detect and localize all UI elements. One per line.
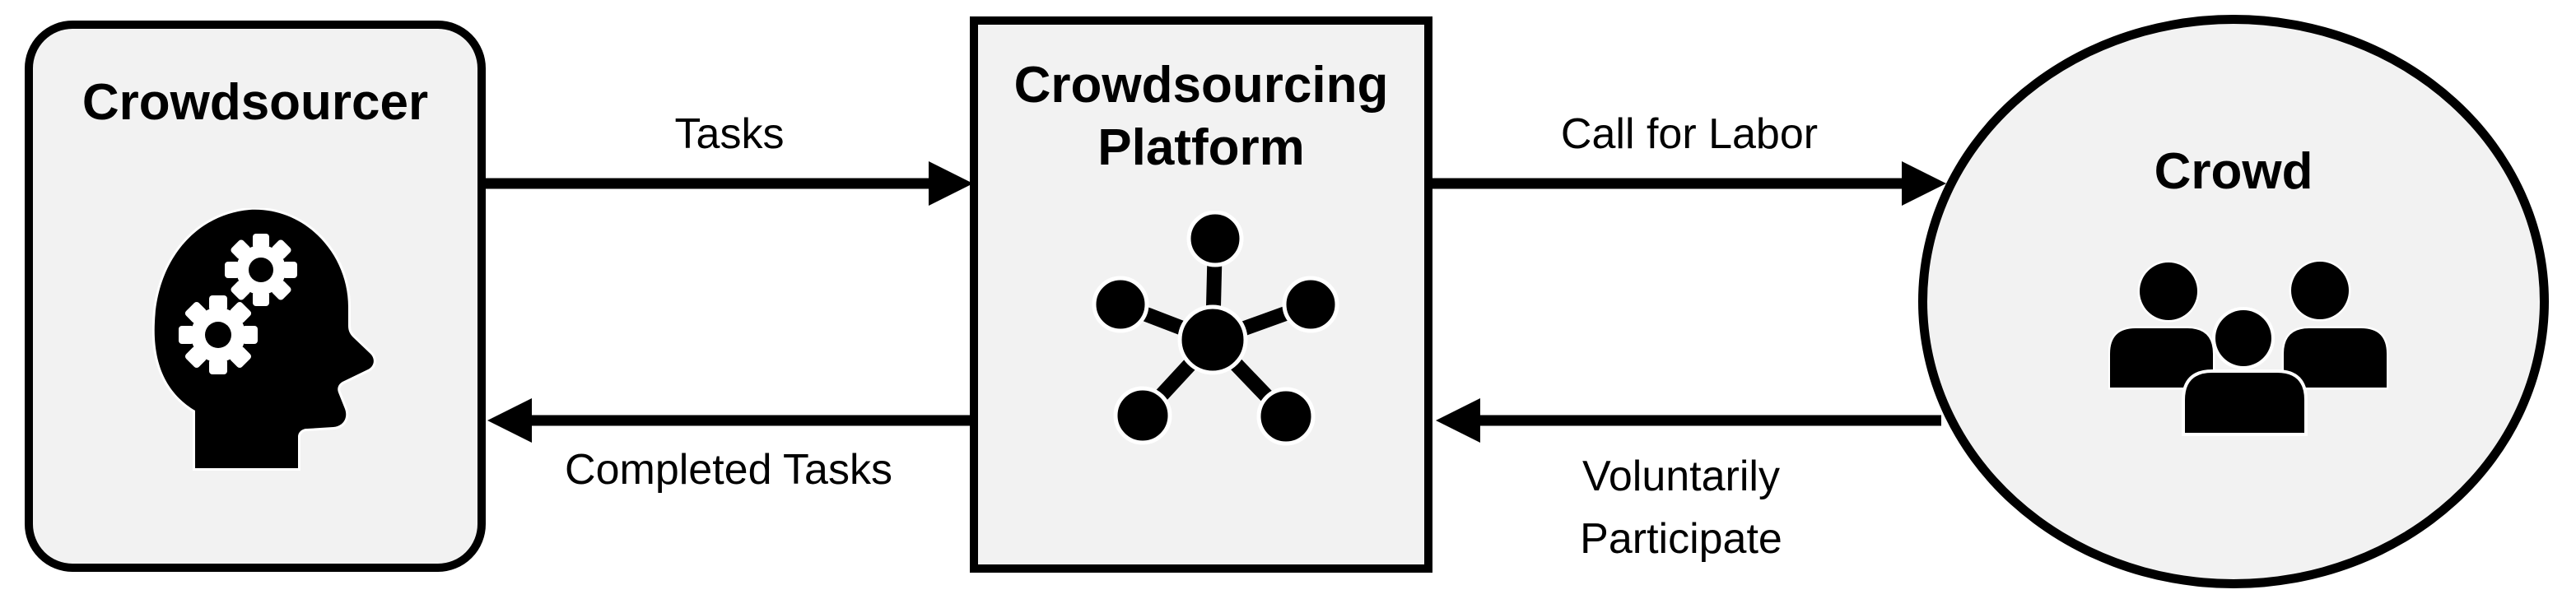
node-crowdsourcing-platform: Crowdsourcing Platform bbox=[970, 16, 1432, 573]
person-head bbox=[2289, 260, 2351, 322]
tasks-arrow bbox=[484, 161, 973, 206]
person-head bbox=[2212, 307, 2275, 369]
completed-tasks-arrow bbox=[487, 398, 971, 443]
crowdsourcer-title: Crowdsourcer bbox=[82, 74, 429, 131]
arrowhead-right-icon bbox=[929, 161, 973, 206]
call-for-labor-label: Call for Labor bbox=[1560, 110, 1819, 158]
gear-icon bbox=[179, 295, 258, 374]
person-body bbox=[2182, 369, 2308, 436]
crowd-title: Crowd bbox=[2154, 143, 2313, 200]
head-silhouette bbox=[152, 208, 376, 471]
person-body bbox=[2281, 326, 2388, 390]
people-group-icon bbox=[2108, 260, 2388, 436]
node-crowdsourcer: Crowdsourcer bbox=[25, 21, 486, 572]
platform-title: Crowdsourcing Platform bbox=[1013, 57, 1389, 176]
head-with-gears-icon bbox=[152, 208, 376, 471]
arrowhead-right-icon bbox=[1902, 161, 1946, 206]
network-hub-icon bbox=[1092, 211, 1339, 446]
node-crowd: Crowd bbox=[1918, 15, 2549, 588]
arrowhead-left-icon bbox=[487, 398, 532, 443]
gear-icon bbox=[225, 234, 297, 306]
person-body bbox=[2108, 326, 2215, 390]
call-for-labor-arrow bbox=[1429, 161, 1946, 206]
voluntarily-participate-arrow bbox=[1436, 398, 1941, 443]
arrowhead-left-icon bbox=[1436, 398, 1480, 443]
voluntarily-participate-label: Voluntarily Participate bbox=[1580, 453, 1782, 563]
completed-tasks-label: Completed Tasks bbox=[565, 446, 892, 494]
tasks-label: Tasks bbox=[674, 110, 785, 158]
hub-nodes bbox=[1092, 211, 1339, 446]
person-head bbox=[2137, 260, 2200, 323]
